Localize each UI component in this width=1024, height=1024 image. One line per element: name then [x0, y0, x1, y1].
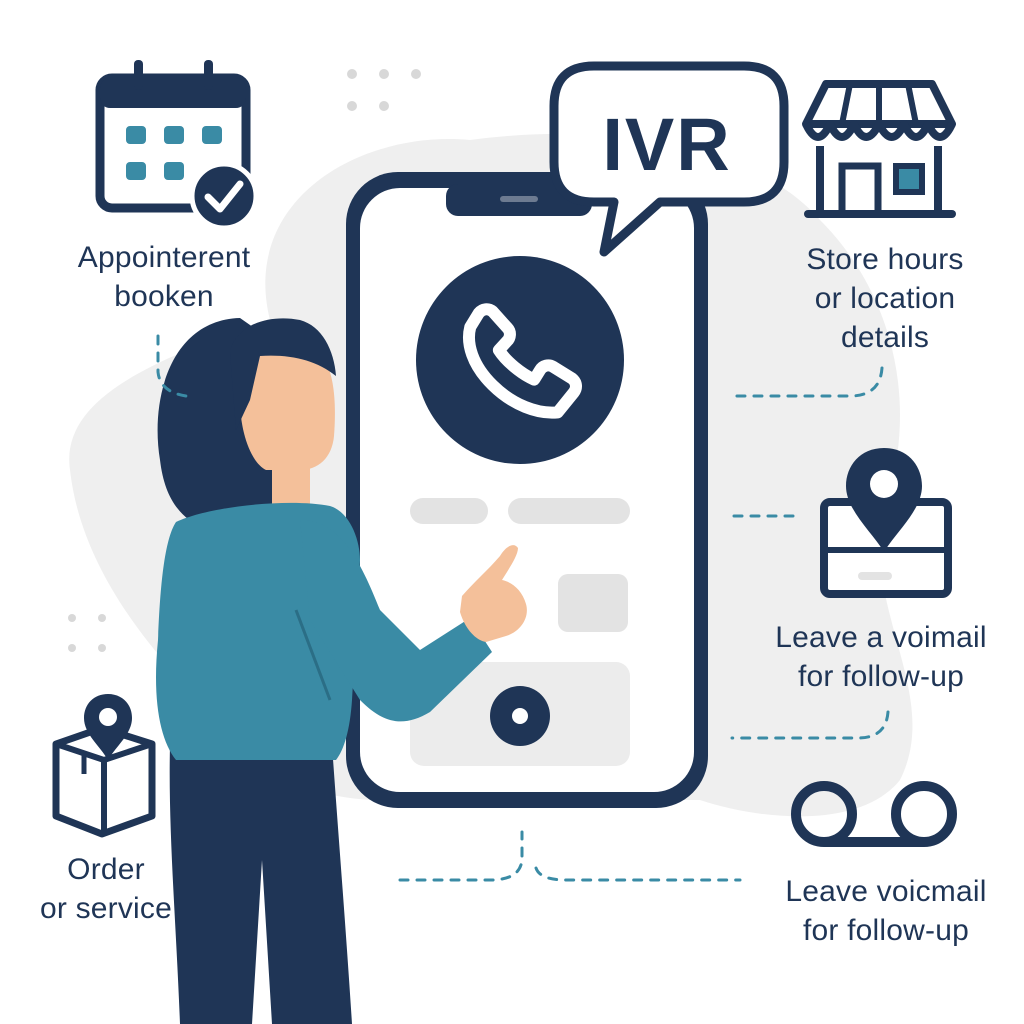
- calendar-check-icon: [95, 60, 259, 231]
- voicemail-icon: [791, 781, 957, 847]
- connector-bottom: [398, 830, 742, 882]
- screen-placeholder-3: [558, 574, 628, 632]
- label-appointment-line-2: booken: [114, 280, 214, 313]
- label-leave-voimail-line-1: Leave a voimail: [775, 621, 987, 654]
- label-store-line-1: Store hours: [806, 243, 964, 276]
- ivr-speech-bubble: [549, 61, 789, 257]
- phone-handset-icon: [463, 303, 582, 419]
- label-leave-voicmail-line-1: Leave voicmail: [785, 875, 987, 908]
- woman-figure: [156, 318, 527, 1024]
- connector-leave-voimail: [730, 710, 890, 740]
- woman-legs: [169, 745, 352, 1024]
- map-pin-icon: [820, 448, 952, 598]
- woman-arm: [300, 520, 492, 722]
- decorative-dots-left: [68, 614, 106, 652]
- label-store-line-3: details: [840, 321, 930, 354]
- label-leave-voicmail: Leave voicmail for follow-up: [766, 872, 1006, 950]
- label-appointment-line-1: Appointerent: [77, 241, 251, 274]
- label-order: Order or service: [18, 850, 194, 928]
- connector-store: [730, 366, 884, 398]
- label-order-line-1: Order: [67, 853, 145, 886]
- ivr-bubble-text: IVR: [602, 102, 732, 186]
- connector-appointment: [156, 334, 188, 398]
- label-order-line-2: or service: [39, 892, 173, 925]
- label-store-line-2: or location: [814, 282, 956, 315]
- decorative-dots-top: [347, 69, 421, 111]
- label-leave-voimail: Leave a voimail for follow-up: [746, 618, 1016, 696]
- record-button-icon: [490, 686, 550, 746]
- phone-notch: [446, 184, 592, 216]
- screen-placeholder-1: [410, 498, 488, 524]
- call-circle: [416, 256, 624, 464]
- label-leave-voimail-line-2: for follow-up: [797, 660, 964, 693]
- dashed-connectors: [156, 334, 890, 882]
- label-appointment: Appointerent booken: [54, 238, 274, 316]
- screen-placeholder-2: [508, 498, 630, 524]
- woman-hand: [460, 545, 527, 642]
- label-leave-voicmail-line-2: for follow-up: [802, 914, 969, 947]
- package-pin-icon: [52, 694, 156, 838]
- storefront-icon: [802, 80, 956, 218]
- label-store: Store hours or location details: [780, 240, 990, 357]
